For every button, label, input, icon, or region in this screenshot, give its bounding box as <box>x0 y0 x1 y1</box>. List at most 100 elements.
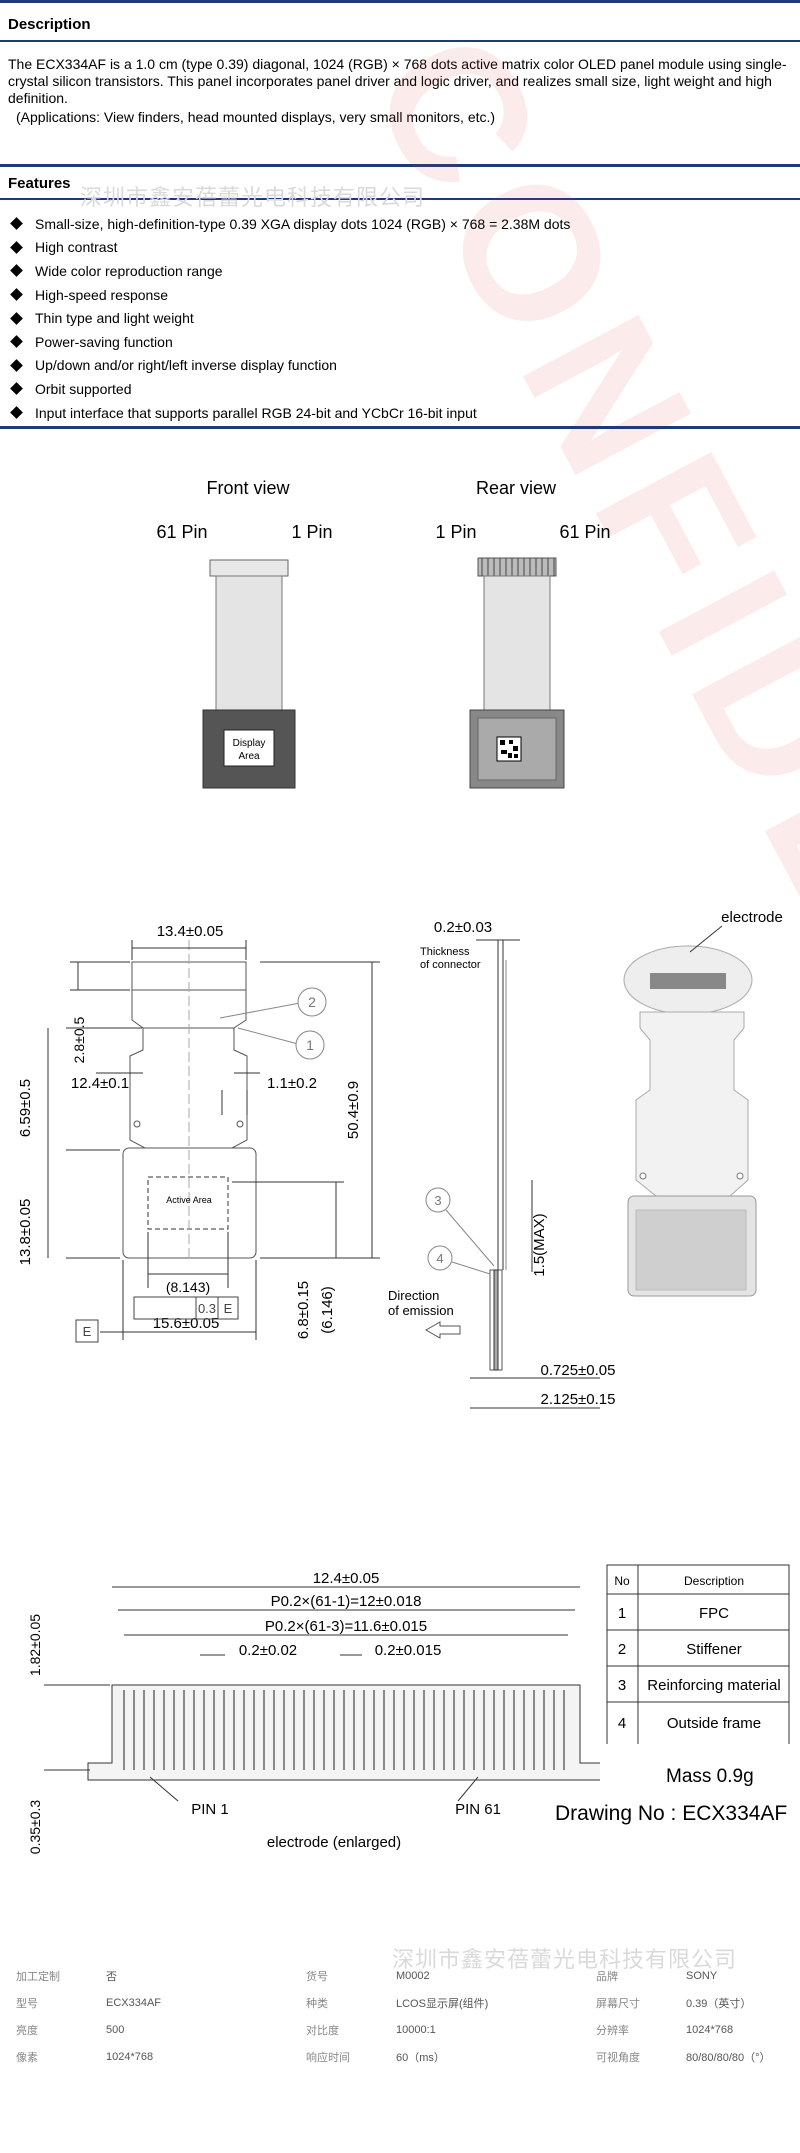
features-top-rule <box>0 164 800 167</box>
callout-4: 4 <box>436 1251 443 1266</box>
parts-row-no: 3 <box>618 1677 626 1694</box>
rear-module <box>469 557 565 789</box>
thickness-label-2: of connector <box>420 959 481 971</box>
bullet-icon <box>10 241 23 254</box>
feature-item: Up/down and/or right/left inverse displa… <box>8 354 788 378</box>
electrode-pins <box>123 1690 565 1770</box>
flatness-datum: E <box>224 1301 233 1316</box>
dim-2-8: 2.8±0.5 <box>71 1016 87 1063</box>
bullet-icon <box>10 406 23 419</box>
pin1-label: PIN 1 <box>191 1801 229 1818</box>
feature-item: Small-size, high-definition-type 0.39 XG… <box>8 212 788 236</box>
ed-pitch-1: P0.2×(61-1)=12±0.018 <box>271 1593 422 1610</box>
feature-item: Power-saving function <box>8 330 788 354</box>
rear-pin-right: 61 Pin <box>559 522 610 542</box>
parts-header-desc: Description <box>684 1574 744 1588</box>
top-rule <box>0 0 800 3</box>
dim-6-8: 6.8±0.15 <box>295 1281 312 1339</box>
display-area-label-1: Display <box>233 738 266 749</box>
electrode-caption: electrode (enlarged) <box>267 1834 401 1851</box>
description-text: The ECX334AF is a 1.0 cm (type 0.39) dia… <box>8 56 787 106</box>
ed-dim-0-35: 0.35±0.3 <box>27 1800 43 1855</box>
callout-1: 1 <box>306 1037 314 1053</box>
parts-row-desc: Stiffener <box>686 1641 742 1658</box>
dim-15-6: 15.6±0.05 <box>153 1315 220 1332</box>
dim-0-725: 0.725±0.05 <box>541 1362 616 1379</box>
parts-table: No Description 1 FPC 2 Stiffener 3 Reinf… <box>606 1564 790 1744</box>
ed-pitch-2: P0.2×(61-3)=11.6±0.015 <box>265 1618 427 1635</box>
ed-dim-0-2b: 0.2±0.015 <box>375 1642 442 1659</box>
parts-row-desc: Outside frame <box>667 1715 761 1732</box>
ed-dim-12-4: 12.4±0.05 <box>313 1570 380 1587</box>
emission-arrow-icon <box>424 1321 461 1339</box>
callout-3: 3 <box>434 1193 441 1208</box>
dim-1-1: 1.1±0.2 <box>267 1075 317 1092</box>
mass-label: Mass 0.9g <box>666 1766 754 1787</box>
rear-view-title: Rear view <box>476 478 557 498</box>
parts-row-no: 2 <box>618 1641 626 1658</box>
feature-item: High-speed response <box>8 283 788 307</box>
bullet-icon <box>10 264 23 278</box>
ed-dim-0-2a: 0.2±0.02 <box>239 1642 297 1659</box>
feature-item: Thin type and light weight <box>8 306 788 330</box>
callout-2: 2 <box>308 994 316 1010</box>
bullet-icon <box>10 358 23 372</box>
features-rule <box>0 198 800 200</box>
company-watermark-top: 深圳市鑫安蓓蕾光电科技有限公司 <box>80 185 426 210</box>
display-area-label-2: Area <box>238 751 260 762</box>
ed-dim-1-82: 1.82±0.05 <box>27 1614 43 1676</box>
mechanical-drawing: Active Area 13.4±0.05 2.8±0.5 12.4±0.1 1… <box>17 909 783 1409</box>
parts-row-desc: FPC <box>699 1605 729 1622</box>
front-pin-right: 1 Pin <box>291 522 332 542</box>
datum-label: E <box>83 1324 92 1339</box>
front-module: Display Area <box>202 559 296 789</box>
front-view-title: Front view <box>206 478 290 498</box>
bullet-icon <box>10 382 23 396</box>
thickness-label-1: Thickness <box>420 946 470 958</box>
direction-label-1: Direction <box>388 1288 439 1303</box>
dim-6-146: (6.146) <box>319 1286 336 1334</box>
description-rule <box>0 40 800 42</box>
drawing-number: Drawing No : ECX334AF <box>555 1802 788 1825</box>
pin61-label: PIN 61 <box>455 1801 501 1818</box>
dim-6-59: 6.59±0.5 <box>17 1079 34 1137</box>
front-pin-left: 61 Pin <box>156 522 207 542</box>
parts-header-no: No <box>614 1574 630 1588</box>
flatness-value: 0.3 <box>198 1301 216 1316</box>
dim-12-4: 12.4±0.1 <box>71 1075 129 1092</box>
bullet-icon <box>10 217 23 231</box>
electrode-detail: 12.4±0.05 P0.2×(61-1)=12±0.018 P0.2×(61-… <box>27 1570 600 1855</box>
active-area-label: Active Area <box>166 1195 212 1205</box>
feature-item: Orbit supported <box>8 377 788 401</box>
dim-8-143: (8.143) <box>166 1279 210 1295</box>
dim-width: 13.4±0.05 <box>157 923 224 940</box>
module-views: Front view Rear view 61 Pin 1 Pin 1 Pin … <box>156 478 611 789</box>
applications-text: (Applications: View finders, head mounte… <box>16 109 496 125</box>
dim-50-4: 50.4±0.9 <box>345 1081 362 1139</box>
fpc-photo-drawing <box>623 945 757 1297</box>
feature-item: Input interface that supports parallel R… <box>8 401 788 425</box>
bullet-icon <box>10 335 23 349</box>
bullet-icon <box>10 288 23 301</box>
dim-2-125: 2.125±0.15 <box>541 1391 616 1408</box>
parts-row-no: 1 <box>618 1605 626 1622</box>
feature-item: High contrast <box>8 236 788 260</box>
parts-row-no: 4 <box>618 1715 626 1732</box>
parts-row-desc: Reinforcing material <box>647 1677 780 1694</box>
feature-item: Wide color reproduction range <box>8 259 788 283</box>
description-title: Description <box>8 16 91 33</box>
bullet-icon <box>10 311 23 325</box>
electrode-label: electrode <box>721 909 783 926</box>
features-title: Features <box>8 175 71 192</box>
dim-13-8: 13.8±0.05 <box>17 1199 34 1266</box>
dim-1-5max: 1.5(MAX) <box>531 1213 548 1276</box>
company-watermark-bottom: 深圳市鑫安蓓蕾光电科技有限公司 <box>392 1947 738 1972</box>
features-list: Small-size, high-definition-type 0.39 XG… <box>8 212 788 424</box>
features-bottom-rule <box>0 426 800 429</box>
direction-label-2: of emission <box>388 1303 454 1318</box>
